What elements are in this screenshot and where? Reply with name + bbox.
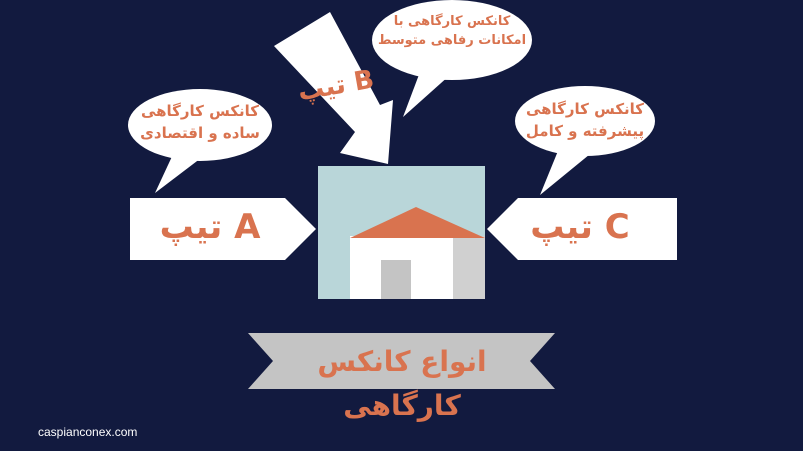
title-banner [248, 333, 555, 389]
website-link[interactable]: caspianconex.com [38, 425, 138, 439]
type-c-label: تیپ C [530, 207, 630, 247]
bubble-a-text: کانکس کارگاهی ساده و اقتصادی [140, 102, 260, 142]
arrow-a-shape [130, 198, 316, 260]
speech-bubble-b [372, 0, 532, 117]
diagram-title: انواع کانکس کارگاهی [317, 345, 487, 422]
speech-bubble-c [515, 86, 655, 195]
house-illustration [318, 166, 485, 299]
type-a-label: تیپ A [159, 207, 261, 247]
arrow-b-shape [274, 12, 393, 164]
speech-bubble-a [128, 89, 272, 193]
bubble-b-text: کانکس کارگاهی با امکانات رفاهی متوسط [377, 14, 527, 48]
arrow-c-shape [487, 198, 677, 260]
bubble-c-text: کانکس کارگاهی پیشرفته و کامل [525, 100, 645, 140]
